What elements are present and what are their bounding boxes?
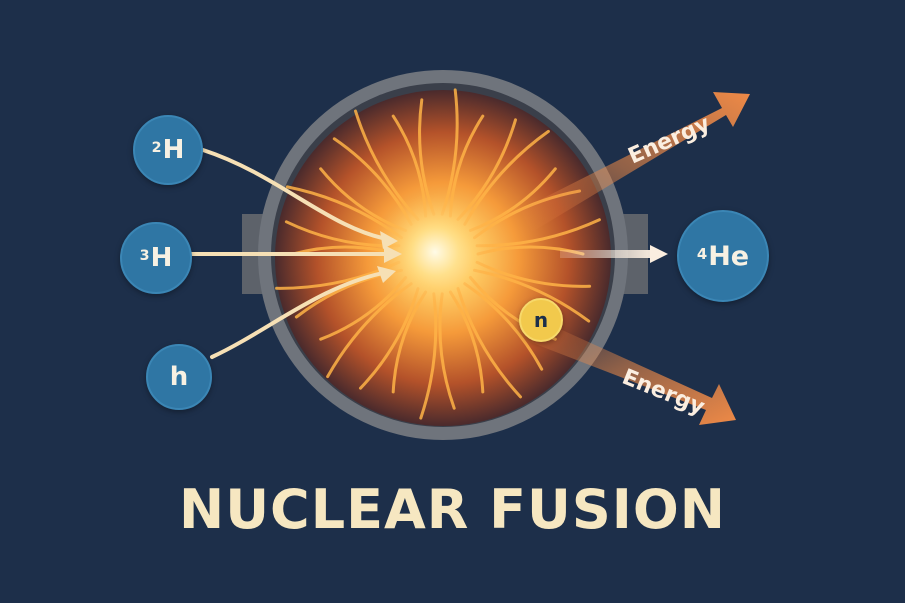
helium-beam xyxy=(560,250,655,258)
reactant-path-h xyxy=(210,270,390,359)
energy-arrow-bottom xyxy=(530,320,736,425)
deuterium-mass-number: 2 xyxy=(151,139,162,156)
hydrogen-symbol: h xyxy=(169,362,189,392)
arrowhead-3h xyxy=(384,245,402,263)
neutron-particle: n xyxy=(519,298,563,342)
energy-arrow-top xyxy=(520,92,750,232)
diagram-title: NUCLEAR FUSION xyxy=(179,478,726,541)
fusion-core-burst-icon xyxy=(275,88,611,426)
arrowhead-2h xyxy=(380,231,398,249)
arrowhead-helium xyxy=(650,245,668,263)
tritium-mass-number: 3 xyxy=(139,247,150,264)
helium-symbol: He xyxy=(708,240,750,272)
hydrogen-nucleus: h xyxy=(146,344,212,410)
neutron-symbol: n xyxy=(533,308,549,332)
helium-mass-number: 4 xyxy=(696,244,708,263)
arrowhead-h xyxy=(377,266,396,283)
deuterium-symbol: H xyxy=(162,135,185,165)
tritium-symbol: H xyxy=(150,243,173,273)
reactant-path-2h xyxy=(201,148,394,242)
